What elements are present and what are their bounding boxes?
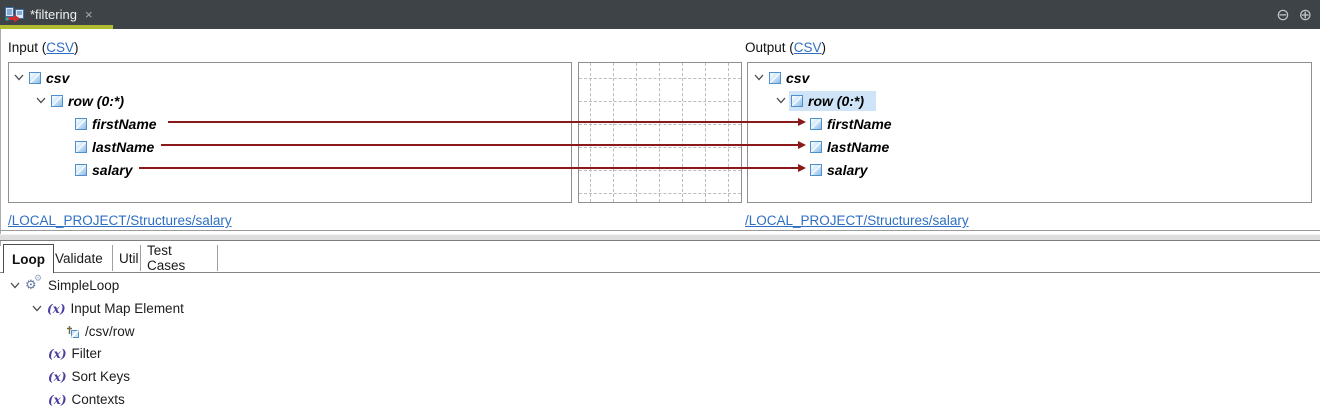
tab-validate[interactable]: Validate [49,245,113,271]
element-icon [75,140,87,153]
mapping-line-firstname[interactable] [168,118,806,126]
section-separator [0,230,1320,231]
loop-tree-item-contexts[interactable]: (x) Contexts [0,388,125,411]
element-icon [769,71,781,84]
chevron-down-icon[interactable] [10,282,20,289]
input-heading-text: Input ( [8,40,47,55]
loop-tree-item-simpleloop[interactable]: ⚙⚙ SimpleLoop [0,274,119,297]
loop-tree-label: /csv/row [85,324,135,339]
element-icon [29,71,41,84]
chevron-down-icon[interactable] [36,97,46,104]
output-field-label: firstName [827,115,892,132]
input-heading: Input (CSV) [8,40,79,57]
element-icon [75,117,87,130]
output-heading-close: ) [821,40,827,55]
function-icon: (x) [47,301,66,316]
mapping-grid [578,62,742,203]
output-tree-item-row-selected[interactable]: row (0:*) [747,89,876,112]
input-heading-close: ) [74,40,79,55]
output-heading: Output (CSV) [745,40,826,57]
output-structure-panel [747,62,1312,203]
element-icon [810,163,822,176]
input-field-label: firstName [92,115,157,132]
element-icon [810,117,822,130]
input-tree-item-row[interactable]: row (0:*) [8,89,124,112]
chevron-down-icon[interactable] [776,97,786,104]
output-csv-link[interactable]: CSV [793,40,822,55]
xpath-element-icon [67,325,80,338]
output-csv-label: csv [786,69,810,86]
output-tree-item-csv[interactable]: csv [747,66,809,89]
input-structure-path-link[interactable]: /LOCAL_PROJECT/Structures/salary [8,213,232,228]
mapping-line-lastname[interactable] [161,141,806,149]
input-field-label: salary [92,161,133,178]
selected-row-highlight[interactable]: row (0:*) [789,90,876,111]
loop-tree-label: Contexts [71,392,125,407]
chevron-down-icon[interactable] [32,305,42,312]
input-field-label: lastName [92,138,155,155]
input-row-label: row (0:*) [68,92,124,109]
output-row-label: row (0:*) [808,92,864,109]
input-csv-link[interactable]: CSV [46,40,75,55]
loop-tree-item-input-map-element[interactable]: (x) Input Map Element [0,297,184,320]
output-field-label: lastName [827,138,890,155]
expand-icon[interactable]: ⊕ [1298,4,1312,24]
mapping-icon [5,7,24,23]
content-left-edge [0,29,1,246]
chevron-down-icon[interactable] [754,74,764,81]
loop-tree-item-sort-keys[interactable]: (x) Sort Keys [0,365,130,388]
output-tree-item-firstname[interactable]: firstName [747,112,892,135]
output-tree-item-lastname[interactable]: lastName [747,135,889,158]
editor-tabbar: *filtering × ⊖ ⊕ [0,0,1320,29]
gears-icon: ⚙⚙ [25,274,43,293]
tabstrip-baseline [0,272,1320,273]
loop-tree-label: Sort Keys [71,369,131,384]
output-structure-path-link[interactable]: /LOCAL_PROJECT/Structures/salary [745,213,969,228]
output-heading-text: Output ( [745,40,794,55]
chevron-down-icon[interactable] [14,74,24,81]
loop-tree-item-filter[interactable]: (x) Filter [0,342,102,365]
tab-test-cases[interactable]: Test Cases [141,243,218,273]
mapping-line-salary[interactable] [139,164,806,172]
tab-loop[interactable]: Loop [3,244,54,273]
input-tree-item-csv[interactable]: csv [8,66,69,89]
editor-tab-title: *filtering [30,7,77,22]
active-tab-underline [0,25,113,29]
loop-tree-item-csv-row-xpath[interactable]: /csv/row [0,320,135,343]
loop-tree-label: Input Map Element [70,301,184,316]
input-tree-item-lastname[interactable]: lastName [8,135,154,158]
element-icon [810,140,822,153]
input-tree-item-salary[interactable]: salary [8,158,132,181]
input-structure-panel [8,62,572,203]
tab-util[interactable]: Util [113,245,141,271]
input-tree-item-firstname[interactable]: firstName [8,112,157,135]
output-field-label: salary [827,161,868,178]
function-icon: (x) [48,369,67,384]
element-icon [51,94,63,107]
close-icon[interactable]: × [84,7,93,22]
loop-tree-label: SimpleLoop [48,278,120,293]
loop-tree-label: Filter [71,346,102,361]
output-tree-item-salary[interactable]: salary [747,158,867,181]
collapse-icon[interactable]: ⊖ [1276,4,1290,24]
editor-tab-filtering[interactable]: *filtering × [0,0,113,29]
input-csv-label: csv [46,69,70,86]
function-icon: (x) [48,392,67,407]
element-icon [75,163,87,176]
function-icon: (x) [48,346,67,361]
horizontal-splitter[interactable] [0,234,1320,241]
element-icon [791,94,803,107]
